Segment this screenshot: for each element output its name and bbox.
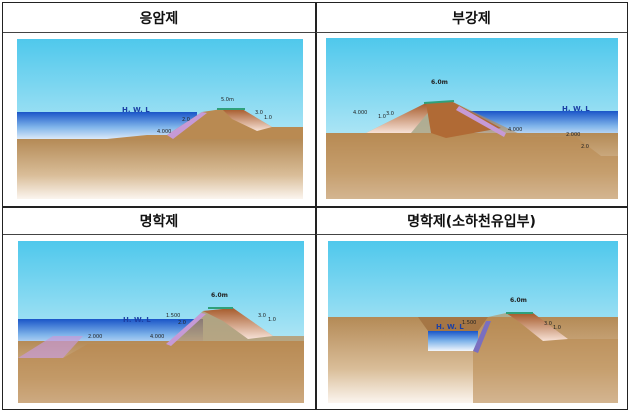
diagram-label: 2.000 [566, 132, 580, 138]
panel-myeonghak-stream-inlet: 명학제(소하천유입부) H. W. L 6.0m 3.0 1.0 1.500 [316, 208, 627, 411]
diagram-label: 1.500 [166, 313, 180, 319]
panel-myeonghak: 명학제 H. W. L 6.0m 3.0 1.0 4.000 2.000 2.0… [3, 208, 315, 411]
diagram-label: 1.0 [553, 325, 561, 331]
diagram-label: 6.0m [211, 292, 228, 299]
diagram-label: 4.000 [353, 110, 367, 116]
diagram-label: H. W. L [436, 323, 464, 331]
panel-eungam: 응암제 H. W. L 5.0m 3.0 1.0 4.000 2.0 [3, 3, 315, 206]
diagram-label: 3.0 [255, 110, 263, 116]
diagram-label: 3.0 [386, 111, 394, 117]
diagram-label: 5.0m [221, 97, 234, 103]
diagram-label: H. W. L [122, 106, 150, 114]
diagram-label: 4.000 [157, 129, 171, 135]
diagram-label: 2.0 [581, 144, 589, 150]
panel-title: 부강제 [316, 3, 627, 33]
diagram-label: 2.000 [88, 334, 102, 340]
diagram-label: 4.000 [150, 334, 164, 340]
panel-title: 명학제 [3, 208, 315, 235]
diagram-label: 3.0 [258, 313, 266, 319]
panel-title: 응암제 [3, 3, 315, 33]
ground [17, 139, 303, 199]
row-divider [3, 206, 627, 208]
diagram-label: 1.0 [268, 317, 276, 323]
diagram-label: 1.500 [462, 320, 476, 326]
diagram-label: H. W. L [123, 316, 151, 324]
diagram-label: 2.0 [178, 320, 186, 326]
levee-cross-section-diagram: H. W. L 5.0m 3.0 1.0 4.000 2.0 [17, 39, 303, 199]
diagram-label: H. W. L [562, 105, 590, 113]
diagram-label: 6.0m [510, 297, 527, 304]
panel-title: 명학제(소하천유입부) [316, 208, 627, 235]
levee-cross-section-diagram: H. W. L 6.0m 3.0 1.0 4.000 4.000 2.000 2… [326, 38, 618, 199]
diagram-label: 1.0 [378, 114, 386, 120]
levee-cross-section-diagram: H. W. L 6.0m 3.0 1.0 1.500 [328, 241, 618, 403]
diagram-label: 4.000 [508, 127, 522, 133]
diagram-label: 6.0m [431, 79, 448, 86]
panel-bugang: 부강제 H. W. L 6.0m 3.0 1.0 4.000 4.000 2.0… [316, 3, 627, 206]
diagram-label: 3.0 [544, 321, 552, 327]
levee-cross-section-diagram: H. W. L 6.0m 3.0 1.0 4.000 2.000 2.0 1.5… [18, 241, 304, 403]
diagram-label: 1.0 [264, 115, 272, 121]
diagram-label: 2.0 [182, 117, 190, 123]
